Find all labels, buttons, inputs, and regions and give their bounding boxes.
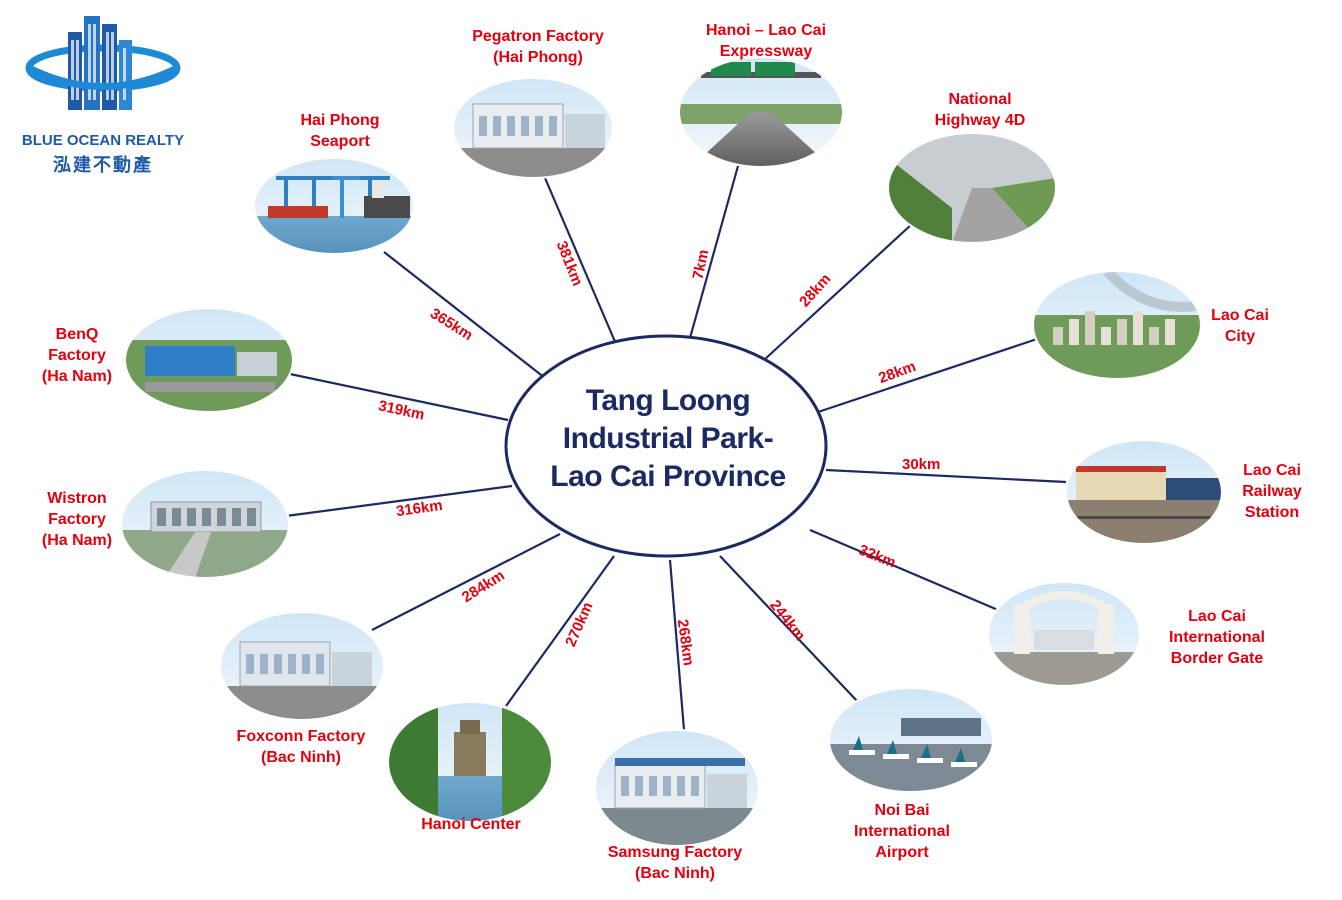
- distance-lao-cai-railway-station: 30km: [902, 456, 941, 473]
- photo-frame-samsung-factory: [594, 729, 760, 847]
- photo-frame-noi-bai-airport: [828, 687, 994, 793]
- connector-wistron-factory: [285, 484, 513, 518]
- label-national-highway-4d: National Highway 4D: [934, 91, 1026, 129]
- connector-lao-cai-border-gate: [809, 528, 999, 612]
- photo-frame-wistron-factory: [120, 469, 290, 579]
- photo-frame-hanoi-lao-cai-expressway: [678, 56, 844, 168]
- connector-pegatron-factory: [543, 177, 618, 345]
- photo-frame-pegatron-factory: [452, 77, 614, 179]
- connector-hai-phong-seaport: [383, 251, 546, 379]
- label-hanoi-center: Hanoi Center: [421, 816, 521, 833]
- label-lao-cai-railway-station: Lao Cai Railway Station: [1242, 462, 1302, 521]
- photo-lao-cai-city: [1033, 271, 1201, 379]
- photo-frame-lao-cai-city: [1032, 270, 1202, 380]
- photo-frame-national-highway-4d: [887, 132, 1057, 244]
- label-lao-cai-city: Lao Cai City: [1211, 307, 1269, 345]
- photo-hanoi-center: [388, 702, 552, 822]
- connector-benq-factory: [289, 372, 509, 422]
- label-noi-bai-airport: Noi Bai International Airport: [853, 802, 950, 861]
- label-pegatron-factory: Pegatron Factory (Hai Phong): [472, 28, 604, 66]
- brand-name: BLUE OCEAN REALTY: [21, 132, 185, 149]
- photo-lao-cai-railway-station: [1066, 440, 1222, 544]
- photo-lao-cai-border-gate: [988, 582, 1140, 686]
- brand-name-cjk: 泓建不動產: [53, 155, 153, 175]
- label-lao-cai-border-gate: Lao Cai International Border Gate: [1168, 608, 1265, 667]
- label-benq-factory: BenQ Factory (Ha Nam): [41, 326, 113, 385]
- photo-pegatron-factory: [453, 78, 613, 178]
- photo-foxconn-factory: [220, 612, 384, 720]
- photo-samsung-factory: [595, 730, 759, 846]
- photo-wistron-factory: [121, 470, 289, 578]
- photo-frame-benq-factory: [124, 307, 294, 413]
- connector-national-highway-4d: [763, 223, 913, 361]
- label-hai-phong-seaport: Hai Phong Seaport: [300, 112, 380, 150]
- photo-hai-phong-seaport: [254, 158, 414, 254]
- label-hanoi-lao-cai-expressway: Hanoi – Lao Cai Expressway: [705, 22, 827, 60]
- connector-lines: [285, 165, 1067, 731]
- photo-frame-hanoi-center: [387, 701, 553, 823]
- photo-frame-lao-cai-railway-station: [1065, 439, 1223, 545]
- connector-noi-bai-airport: [719, 555, 859, 703]
- photo-frame-foxconn-factory: [219, 611, 385, 721]
- connector-foxconn-factory: [371, 533, 561, 631]
- photo-hanoi-lao-cai-expressway: [679, 57, 843, 167]
- photo-frame-hai-phong-seaport: [253, 157, 415, 255]
- connector-hanoi-center: [505, 555, 615, 707]
- blue-ocean-logo-icon: [25, 16, 181, 110]
- connector-lao-cai-city: [817, 336, 1041, 414]
- photo-national-highway-4d: [888, 133, 1056, 243]
- connector-samsung-factory: [668, 559, 686, 731]
- center-title: Tang Loong Industrial Park- Lao Cai Prov…: [550, 384, 786, 493]
- label-samsung-factory: Samsung Factory (Bac Ninh): [607, 844, 743, 882]
- connector-hanoi-lao-cai-expressway: [688, 165, 740, 339]
- center-hub: [504, 334, 828, 558]
- photo-benq-factory: [125, 308, 293, 412]
- connector-lao-cai-railway-station: [825, 468, 1067, 484]
- label-foxconn-factory: Foxconn Factory (Bac Ninh): [236, 728, 366, 766]
- photo-frame-lao-cai-border-gate: [987, 581, 1141, 687]
- label-wistron-factory: Wistron Factory (Ha Nam): [41, 490, 113, 549]
